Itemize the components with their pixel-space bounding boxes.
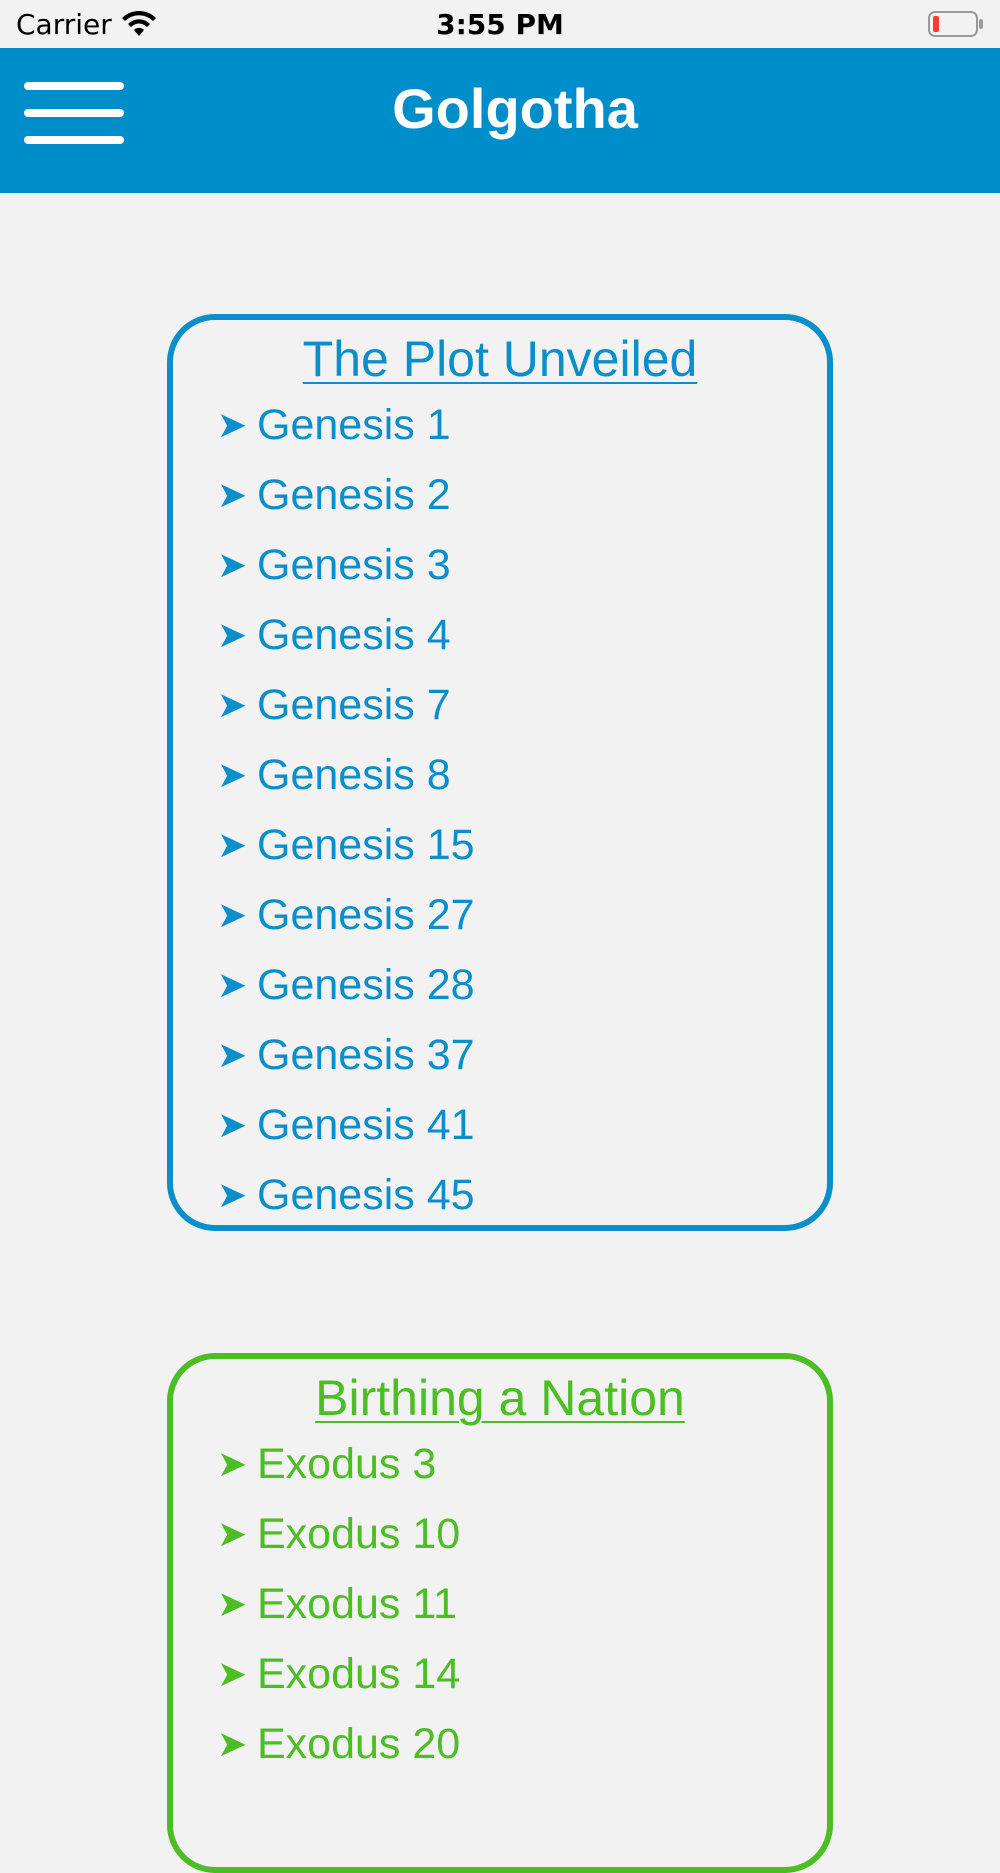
arrow-bullet-icon: ➤ xyxy=(217,404,248,446)
chapter-link-exodus-14[interactable]: ➤Exodus 14 xyxy=(173,1639,827,1709)
battery-icon xyxy=(928,11,983,37)
chapter-link-genesis-8[interactable]: ➤Genesis 8 xyxy=(173,740,827,810)
chapter-link-genesis-15[interactable]: ➤Genesis 15 xyxy=(173,810,827,880)
chapter-link-exodus-10[interactable]: ➤Exodus 10 xyxy=(173,1499,827,1569)
chapter-label: Genesis 4 xyxy=(257,610,451,659)
arrow-bullet-icon: ➤ xyxy=(217,1653,248,1695)
chapter-label: Genesis 27 xyxy=(257,890,475,939)
chapter-label: Genesis 28 xyxy=(257,960,475,1009)
chapter-link-genesis-7[interactable]: ➤Genesis 7 xyxy=(173,670,827,740)
chapter-label: Exodus 10 xyxy=(257,1509,461,1558)
chapter-label: Genesis 7 xyxy=(257,680,451,729)
chapter-label: Exodus 20 xyxy=(257,1719,461,1768)
chapter-label: Exodus 14 xyxy=(257,1649,461,1698)
arrow-bullet-icon: ➤ xyxy=(217,754,248,796)
arrow-bullet-icon: ➤ xyxy=(217,1583,248,1625)
chapter-label: Exodus 3 xyxy=(257,1439,437,1488)
arrow-bullet-icon: ➤ xyxy=(217,544,248,586)
chapter-list: ➤Genesis 1 ➤Genesis 2 ➤Genesis 3 ➤Genesi… xyxy=(173,390,827,1230)
arrow-bullet-icon: ➤ xyxy=(217,894,248,936)
nav-bar: Golgotha xyxy=(0,48,1000,193)
chapter-link-exodus-11[interactable]: ➤Exodus 11 xyxy=(173,1569,827,1639)
wifi-icon xyxy=(122,10,156,36)
chapter-link-exodus-3[interactable]: ➤Exodus 3 xyxy=(173,1429,827,1499)
arrow-bullet-icon: ➤ xyxy=(217,1174,248,1216)
status-time: 3:55 PM xyxy=(436,8,564,41)
chapter-list: ➤Exodus 3 ➤Exodus 10 ➤Exodus 11 ➤Exodus … xyxy=(173,1429,827,1779)
section-card-birthing-a-nation: Birthing a Nation ➤Exodus 3 ➤Exodus 10 ➤… xyxy=(167,1353,833,1873)
chapter-link-genesis-37[interactable]: ➤Genesis 37 xyxy=(173,1020,827,1090)
section-title-link[interactable]: The Plot Unveiled xyxy=(302,331,698,387)
chapter-label: Genesis 45 xyxy=(257,1170,475,1219)
chapter-link-genesis-28[interactable]: ➤Genesis 28 xyxy=(173,950,827,1020)
chapter-link-genesis-27[interactable]: ➤Genesis 27 xyxy=(173,880,827,950)
chapter-link-genesis-2[interactable]: ➤Genesis 2 xyxy=(173,460,827,530)
chapter-label: Genesis 41 xyxy=(257,1100,475,1149)
arrow-bullet-icon: ➤ xyxy=(217,824,248,866)
arrow-bullet-icon: ➤ xyxy=(217,1443,248,1485)
chapter-label: Exodus 11 xyxy=(257,1579,458,1628)
chapter-label: Genesis 15 xyxy=(257,820,475,869)
arrow-bullet-icon: ➤ xyxy=(217,1104,248,1146)
chapter-link-genesis-45[interactable]: ➤Genesis 45 xyxy=(173,1160,827,1230)
arrow-bullet-icon: ➤ xyxy=(217,614,248,656)
chapter-link-genesis-41[interactable]: ➤Genesis 41 xyxy=(173,1090,827,1160)
arrow-bullet-icon: ➤ xyxy=(217,1513,248,1555)
chapter-link-genesis-1[interactable]: ➤Genesis 1 xyxy=(173,390,827,460)
chapter-link-genesis-4[interactable]: ➤Genesis 4 xyxy=(173,600,827,670)
section-card-plot-unveiled: The Plot Unveiled ➤Genesis 1 ➤Genesis 2 … xyxy=(167,314,833,1231)
chapter-label: Genesis 37 xyxy=(257,1030,475,1079)
arrow-bullet-icon: ➤ xyxy=(217,1034,248,1076)
section-title-link[interactable]: Birthing a Nation xyxy=(315,1370,685,1426)
hamburger-menu-icon[interactable] xyxy=(24,82,124,144)
chapter-link-genesis-3[interactable]: ➤Genesis 3 xyxy=(173,530,827,600)
chapter-label: Genesis 8 xyxy=(257,750,451,799)
carrier-label: Carrier xyxy=(16,8,112,41)
arrow-bullet-icon: ➤ xyxy=(217,1723,248,1765)
chapter-label: Genesis 3 xyxy=(257,540,451,589)
arrow-bullet-icon: ➤ xyxy=(217,474,248,516)
chapter-label: Genesis 2 xyxy=(257,470,451,519)
page-title: Golgotha xyxy=(392,77,638,140)
arrow-bullet-icon: ➤ xyxy=(217,964,248,1006)
chapter-label: Genesis 1 xyxy=(257,400,451,449)
arrow-bullet-icon: ➤ xyxy=(217,684,248,726)
chapter-link-exodus-20[interactable]: ➤Exodus 20 xyxy=(173,1709,827,1779)
status-bar: Carrier 3:55 PM xyxy=(0,0,1000,48)
